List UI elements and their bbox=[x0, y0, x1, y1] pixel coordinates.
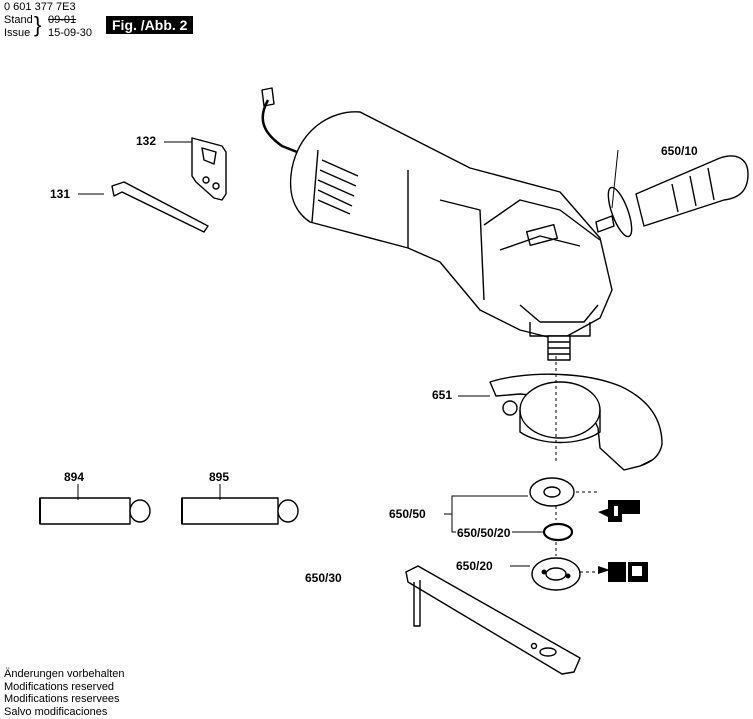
label-894: 894 bbox=[64, 470, 85, 484]
label-132: 132 bbox=[136, 134, 157, 148]
brace-symbol: } bbox=[34, 12, 42, 37]
label-131: 131 bbox=[50, 187, 71, 201]
label-651: 651 bbox=[432, 388, 453, 402]
label-650-50: 650/50 bbox=[389, 507, 426, 521]
flange-650-50 bbox=[529, 477, 575, 507]
angle-grinder-body bbox=[289, 111, 613, 361]
label-650-50-20: 650/50/20 bbox=[457, 526, 511, 540]
label-650-10: 650/10 bbox=[661, 144, 698, 158]
accessory-tube-895 bbox=[181, 497, 299, 525]
footer-notes: Änderungen vorbehalten Modifications res… bbox=[4, 668, 124, 718]
part-number: 0 601 377 7E3 bbox=[4, 1, 76, 13]
hex-key bbox=[111, 181, 209, 233]
wheel-guard bbox=[489, 373, 663, 471]
mounting-symbol-upper bbox=[598, 500, 640, 522]
clamp-nut-650-20 bbox=[531, 557, 581, 591]
stand-label: Stand bbox=[4, 14, 33, 26]
label-650-20: 650/20 bbox=[456, 559, 493, 573]
figure-label: Fig. /Abb. 2 bbox=[106, 16, 194, 34]
o-ring-650-50-20 bbox=[542, 522, 574, 542]
mounting-symbol-lower bbox=[598, 562, 648, 582]
label-895: 895 bbox=[209, 470, 230, 484]
leader-lines bbox=[77, 141, 619, 573]
label-650-30: 650/30 bbox=[305, 571, 342, 585]
footer-line-fr: Modifications reservees bbox=[4, 693, 120, 705]
power-cable bbox=[261, 87, 313, 160]
footer-line-de: Änderungen vorbehalten bbox=[4, 668, 125, 680]
issue-label: Issue bbox=[4, 27, 31, 39]
footer-line-es: Salvo modificaciones bbox=[4, 705, 108, 718]
side-handle bbox=[595, 155, 749, 238]
footer-line-en: Modifications reserved bbox=[4, 680, 115, 693]
key-plate bbox=[191, 137, 227, 201]
pin-spanner bbox=[405, 565, 581, 675]
issue-value: 15-09-30 bbox=[48, 27, 93, 39]
stand-value: 09-01 bbox=[48, 14, 77, 26]
accessory-tube-894 bbox=[39, 497, 151, 525]
